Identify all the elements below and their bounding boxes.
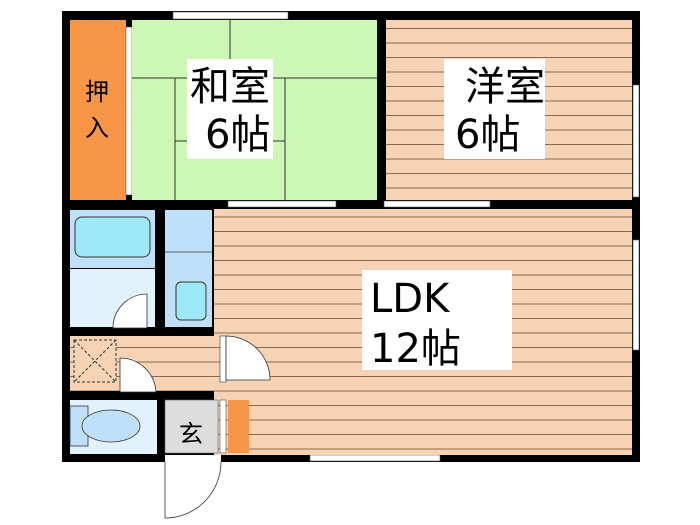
shoe-cabinet [228, 400, 249, 453]
bathtub [74, 216, 151, 258]
ldk-size: 12帖 [370, 326, 461, 372]
bath-door [112, 293, 148, 329]
ldk-door [225, 335, 271, 381]
genkan-label: 玄 [179, 420, 203, 448]
toilet-bowl [81, 409, 141, 443]
storage-dashed [73, 339, 117, 383]
youshitsu-name: 洋室 [465, 64, 545, 110]
closet-sliding-door [125, 26, 133, 196]
washitsu-label-bg [187, 59, 273, 159]
windows [172, 11, 640, 462]
closet [70, 20, 126, 200]
washitsu-size: 6帖 [205, 112, 270, 158]
youshitsu-label-bg [444, 59, 545, 159]
hall-door [119, 357, 157, 393]
ldk-name: LDK [370, 276, 451, 322]
youshitsu-size: 6帖 [455, 112, 520, 158]
washitsu-name: 和室 [190, 64, 270, 110]
washing-machine [175, 281, 207, 321]
closet-label-top: 押 [85, 78, 109, 106]
ldk-label-bg [362, 270, 512, 370]
closet-label-bottom: 入 [85, 114, 109, 142]
genkan [164, 399, 219, 454]
entrance-door [164, 461, 222, 519]
